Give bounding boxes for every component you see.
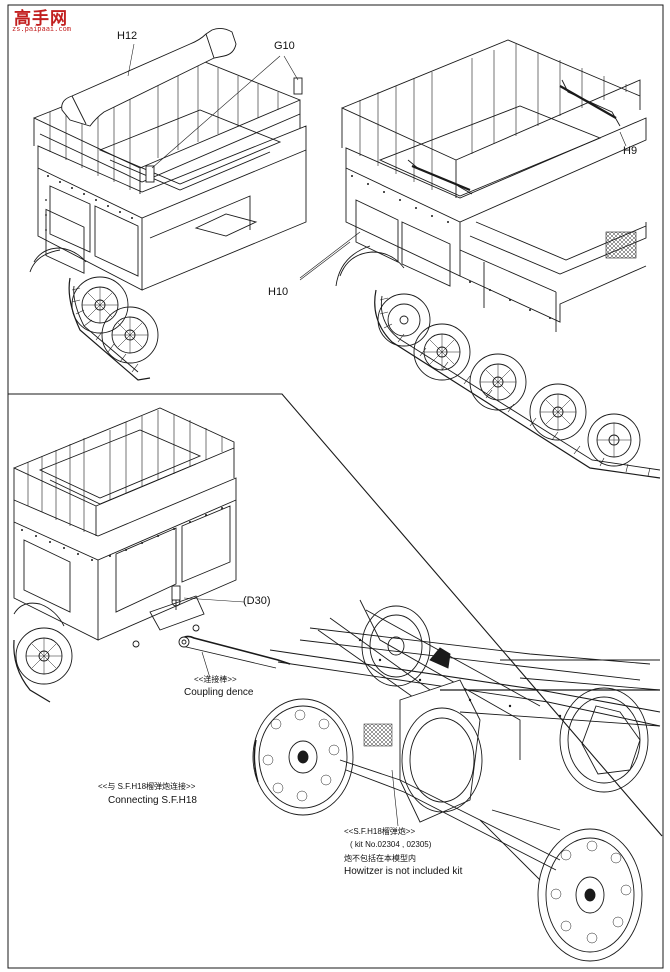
callout-d30: (D30) [243,595,271,607]
callout-h9: H9 [623,145,638,157]
halftrack-rear-view [29,27,307,381]
callout-g10: G10 [274,40,295,52]
watermark-logo: 高手网 zs.paipaai.com [6,4,72,38]
connecting-label-en: Connecting S.F.H18 [108,795,197,806]
not-included-label-en: Howitzer is not included kit [344,866,463,877]
howitzer-carriage [252,599,661,962]
connecting-label-cn: <<与 S.F.H18榴弹炮连接>> [98,782,196,791]
halftrack-side-view [299,39,661,479]
callout-h12: H12 [117,30,138,42]
howitzer-label-cn: <<S.F.H18榴弹炮>> [344,827,416,836]
page-frame [7,4,664,969]
coupling-label-en: Coupling dence [184,687,254,698]
kit-number-label: ( kit No.02304 , 02305) [350,840,432,849]
not-included-label-cn: 炮不包括在本模型内 [344,854,416,863]
callout-h10: H10 [268,286,289,298]
watermark-brand: 高手网 [14,9,68,29]
halftrack-towing-view [13,407,291,703]
coupling-label-cn: <<连接棒>> [194,675,237,684]
watermark-url: zs.paipaai.com [12,25,72,33]
